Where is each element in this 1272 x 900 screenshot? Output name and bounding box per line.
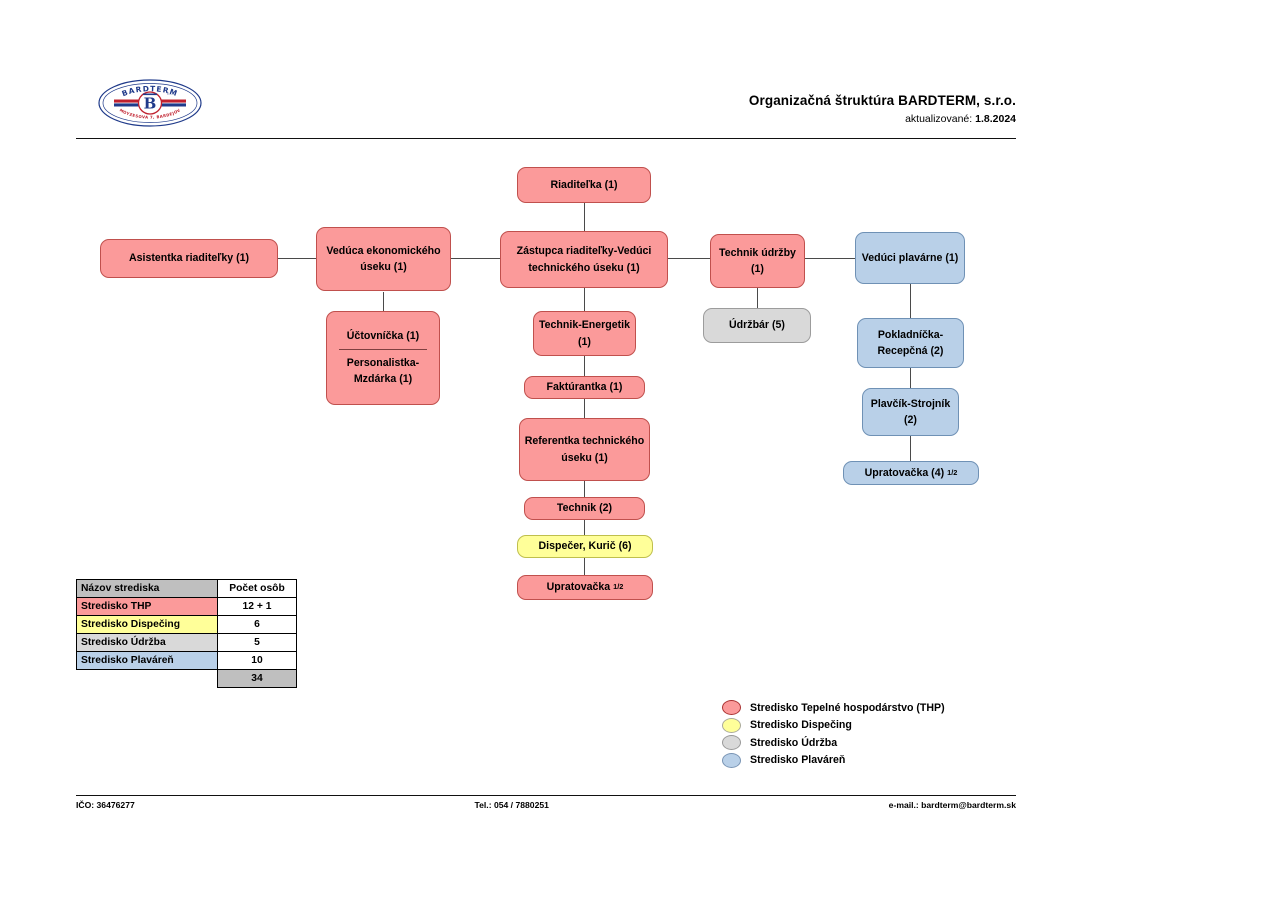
legend-item-udrzba: Stredisko Údržba (722, 734, 945, 752)
node-zastupca-riaditelky[interactable]: Zástupca riaditeľky-Vedúci technického ú… (500, 231, 668, 288)
connector-technik-udrzby-udrzbar (757, 288, 759, 308)
legend: Stredisko Tepelné hospodárstvo (THP) Str… (722, 699, 945, 769)
legend-label-dispecing: Stredisko Dispečing (750, 719, 852, 732)
legend-item-plavaren: Stredisko Plaváreň (722, 752, 945, 770)
updated-stamp: aktualizované: 1.8.2024 (560, 111, 1016, 127)
node-upratovacka-thp-label: Upratovačka (546, 581, 611, 594)
cell-stredisko-udrzba-count: 5 (217, 633, 297, 652)
node-veduca-ekonomickeho-useku[interactable]: Vedúca ekonomického úseku (1) (316, 227, 451, 291)
legend-item-dispecing: Stredisko Dispečing (722, 717, 945, 735)
cell-stredisko-thp-count: 12 + 1 (217, 597, 297, 616)
cell-stredisko-thp-name: Stredisko THP (76, 597, 218, 616)
node-riaditelka[interactable]: Riaditeľka (1) (517, 167, 651, 203)
node-pokladnicka-recepcna[interactable]: Pokladníčka-Recepčná (2) (857, 318, 964, 368)
node-dispecer-kuric[interactable]: Dispečer, Kurič (6) (517, 535, 653, 558)
updated-date: 1.8.2024 (975, 113, 1016, 125)
connector-technik-udrzby-veduci-plavarne (805, 258, 855, 260)
header-title-block: Organizačná štruktúra BARDTERM, s.r.o. a… (560, 92, 1016, 127)
node-personalistka-label: Personalistka-Mzdárka (1) (346, 356, 420, 386)
legend-item-thp: Stredisko Tepelné hospodárstvo (THP) (722, 699, 945, 717)
svg-text:s.r.o.: s.r.o. (167, 92, 175, 96)
header-divider (76, 138, 1016, 139)
summary-table: Názov strediska Počet osôb Stredisko THP… (76, 579, 297, 688)
connector-plavcik-upratovacka (910, 436, 912, 461)
node-upratovacka-plavaren[interactable]: Upratovačka (4) 1/2 (843, 461, 979, 485)
footer-divider (76, 795, 1016, 796)
cell-total-spacer (77, 670, 218, 688)
table-total-row: 34 (77, 669, 297, 688)
connector-referentka-technik (584, 481, 586, 497)
node-upratovacka-plavaren-fraction: 1/2 (947, 467, 958, 477)
node-fakturantka[interactable]: Faktúrantka (1) (524, 376, 645, 399)
connector-riaditelka-zastupca (584, 202, 586, 232)
header-cell-count: Počet osôb (217, 579, 297, 598)
cell-stredisko-dispecing-count: 6 (217, 615, 297, 634)
footer-tel: Tel.: 054 / 7880251 (474, 800, 549, 810)
cell-stredisko-udrzba-name: Stredisko Údržba (76, 633, 218, 652)
node-technik-energetik[interactable]: Technik-Energetik (1) (533, 311, 636, 356)
node-internal-divider (339, 348, 427, 350)
connector-technik-dispecer (584, 520, 586, 535)
legend-swatch-icon (722, 700, 741, 716)
updated-label: aktualizované: (905, 113, 973, 125)
table-header-row: Názov strediska Počet osôb (76, 579, 297, 598)
connector-zastupca-technik-udrzby (668, 258, 710, 260)
connector-fakturantka-referentka (584, 399, 586, 418)
footer-email: e-mail.: bardterm@bardterm.sk (888, 800, 1016, 810)
connector-veduca-zastupca (451, 258, 500, 260)
legend-swatch-icon (722, 717, 741, 733)
node-veduci-plavarne[interactable]: Vedúci plavárne (1) (855, 232, 965, 284)
node-plavcik-strojnik[interactable]: Plavčík-Strojník (2) (862, 388, 959, 436)
node-referentka-technickeho-useku[interactable]: Referentka technického úseku (1) (519, 418, 650, 481)
legend-swatch-icon (722, 752, 741, 768)
header-cell-name: Názov strediska (76, 579, 218, 598)
svg-text:B: B (144, 95, 157, 113)
node-udrzbar[interactable]: Údržbár (5) (703, 308, 811, 343)
connector-asistentka-veduca (277, 258, 319, 260)
node-uctovnicka-label: Účtovníčka (1) (346, 330, 420, 343)
cell-total-count: 34 (217, 669, 297, 688)
connector-veduci-pokladnicka (910, 284, 912, 318)
connector-zastupca-technik-energetik (584, 288, 586, 311)
node-uctovnicka-personalistka[interactable]: Účtovníčka (1) Personalistka-Mzdárka (1) (326, 311, 440, 405)
node-upratovacka-thp-fraction: 1/2 (613, 582, 624, 592)
connector-veduca-uctovnicka (383, 292, 385, 312)
connector-pokladnicka-plavcik (910, 368, 912, 388)
cell-stredisko-plavaren-count: 10 (217, 651, 297, 670)
connector-dispecer-upratovacka (584, 558, 586, 575)
cell-stredisko-dispecing-name: Stredisko Dispečing (76, 615, 218, 634)
legend-swatch-icon (722, 735, 741, 751)
node-upratovacka-thp[interactable]: Upratovačka 1/2 (517, 575, 653, 600)
footer: IČO: 36476277 Tel.: 054 / 7880251 e-mail… (76, 800, 1016, 810)
summary-table-head: Názov strediska Počet osôb (76, 579, 297, 598)
node-technik[interactable]: Technik (2) (524, 497, 645, 520)
table-row: Stredisko THP 12 + 1 (76, 597, 297, 616)
company-logo: BARDTERM s.r.o. B MOYZESOVA 7, BARDEJOV (98, 79, 202, 127)
footer-ico: IČO: 36476277 (76, 800, 135, 810)
legend-label-thp: Stredisko Tepelné hospodárstvo (THP) (750, 701, 945, 714)
cell-stredisko-plavaren-name: Stredisko Plaváreň (76, 651, 218, 670)
node-technik-udrzby[interactable]: Technik údržby (1) (710, 234, 805, 288)
legend-label-udrzba: Stredisko Údržba (750, 736, 838, 749)
table-row: Stredisko Plaváreň 10 (76, 651, 297, 670)
node-upratovacka-plavaren-label: Upratovačka (4) (864, 466, 945, 479)
table-row: Stredisko Dispečing 6 (76, 615, 297, 634)
connector-technik-energetik-fakturantka (584, 356, 586, 376)
summary-table-body: Stredisko THP 12 + 1 Stredisko Dispečing… (76, 597, 297, 688)
page-title: Organizačná štruktúra BARDTERM, s.r.o. (748, 93, 1016, 108)
table-row: Stredisko Údržba 5 (76, 633, 297, 652)
legend-label-plavaren: Stredisko Plaváreň (750, 754, 846, 767)
node-asistentka-riaditelky[interactable]: Asistentka riaditeľky (1) (100, 239, 278, 278)
